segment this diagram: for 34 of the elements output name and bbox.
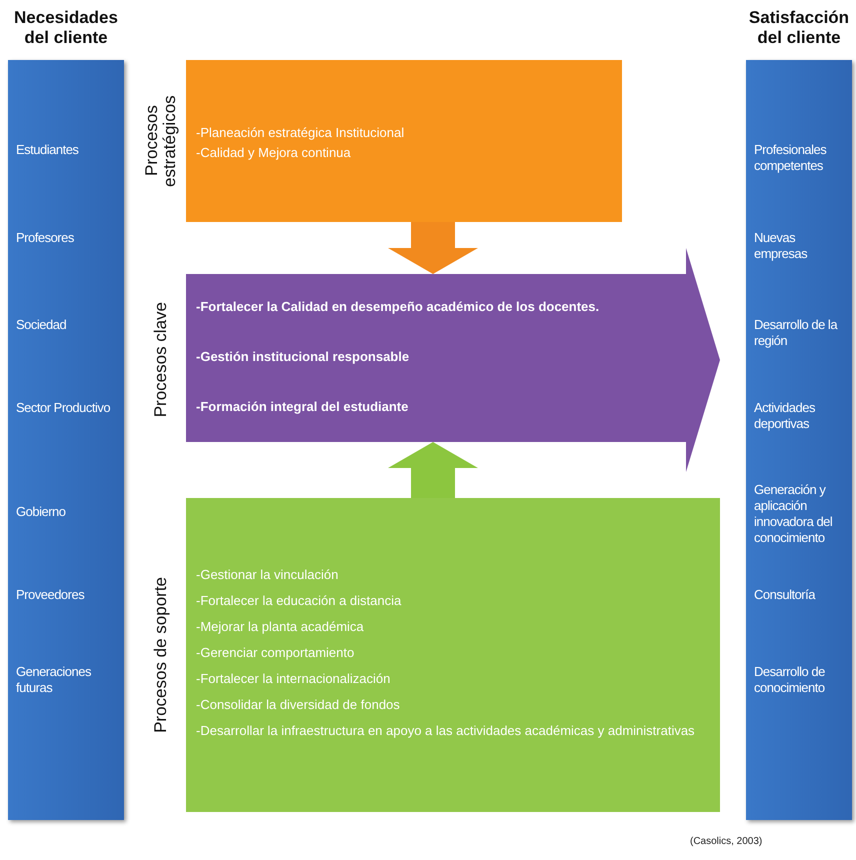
- block-arrow: [388, 442, 478, 498]
- process-item: -Formación integral del estudiante: [196, 398, 410, 415]
- process-title: Procesos de soporte: [152, 577, 170, 733]
- list-item: Profesionales competentes: [754, 142, 828, 174]
- process-title: Procesos estratégicos: [143, 94, 179, 189]
- list-item: Actividades deportivas: [754, 400, 816, 432]
- list-item: Generación y aplicación innovadora del conocimiento: [754, 482, 834, 546]
- process-item: -Fortalecer la internacionalización: [196, 670, 392, 687]
- process-item: -Calidad y Mejora continua: [196, 144, 352, 161]
- process-item: -Planeación estratégica Institucional: [196, 124, 406, 141]
- process-item: -Gestión institucional responsable: [196, 348, 410, 365]
- process-title: Procesos clave: [152, 302, 170, 418]
- citation: (Casolics, 2003): [690, 836, 762, 847]
- process-item: -Fortalecer la Calidad en desempeño académico de los docentes.: [196, 298, 600, 315]
- list-item: Estudiantes: [16, 142, 80, 158]
- list-item: Consultoría: [754, 587, 816, 603]
- list-item: Desarrollo de la región: [754, 317, 839, 349]
- list-item: Sociedad: [16, 317, 68, 333]
- list-item: Generaciones futuras: [16, 664, 92, 696]
- list-item: Nuevas empresas: [754, 230, 808, 262]
- process-item: -Desarrollar la infraestructura en apoyo a las actividades académicas y administrativas: [196, 722, 696, 739]
- process-item: -Consolidar la diversidad de fondos: [196, 696, 401, 713]
- column-heading: Necesidades del cliente: [13, 8, 119, 48]
- process-item: -Gerenciar comportamiento: [196, 644, 356, 661]
- list-item: Proveedores: [16, 587, 86, 603]
- list-item: Gobierno: [16, 504, 66, 520]
- list-item: Sector Productivo: [16, 400, 112, 416]
- process-item: -Gestionar la vinculación: [196, 566, 340, 583]
- process-item: -Mejorar la planta académica: [196, 618, 365, 635]
- list-item: Profesores: [16, 230, 75, 246]
- block-arrow: [388, 222, 478, 274]
- list-item: Desarrollo de conocimiento: [754, 664, 826, 696]
- process-item: -Fortalecer la educación a distancia: [196, 592, 402, 609]
- column-heading: Satisfacción del cliente: [748, 8, 850, 48]
